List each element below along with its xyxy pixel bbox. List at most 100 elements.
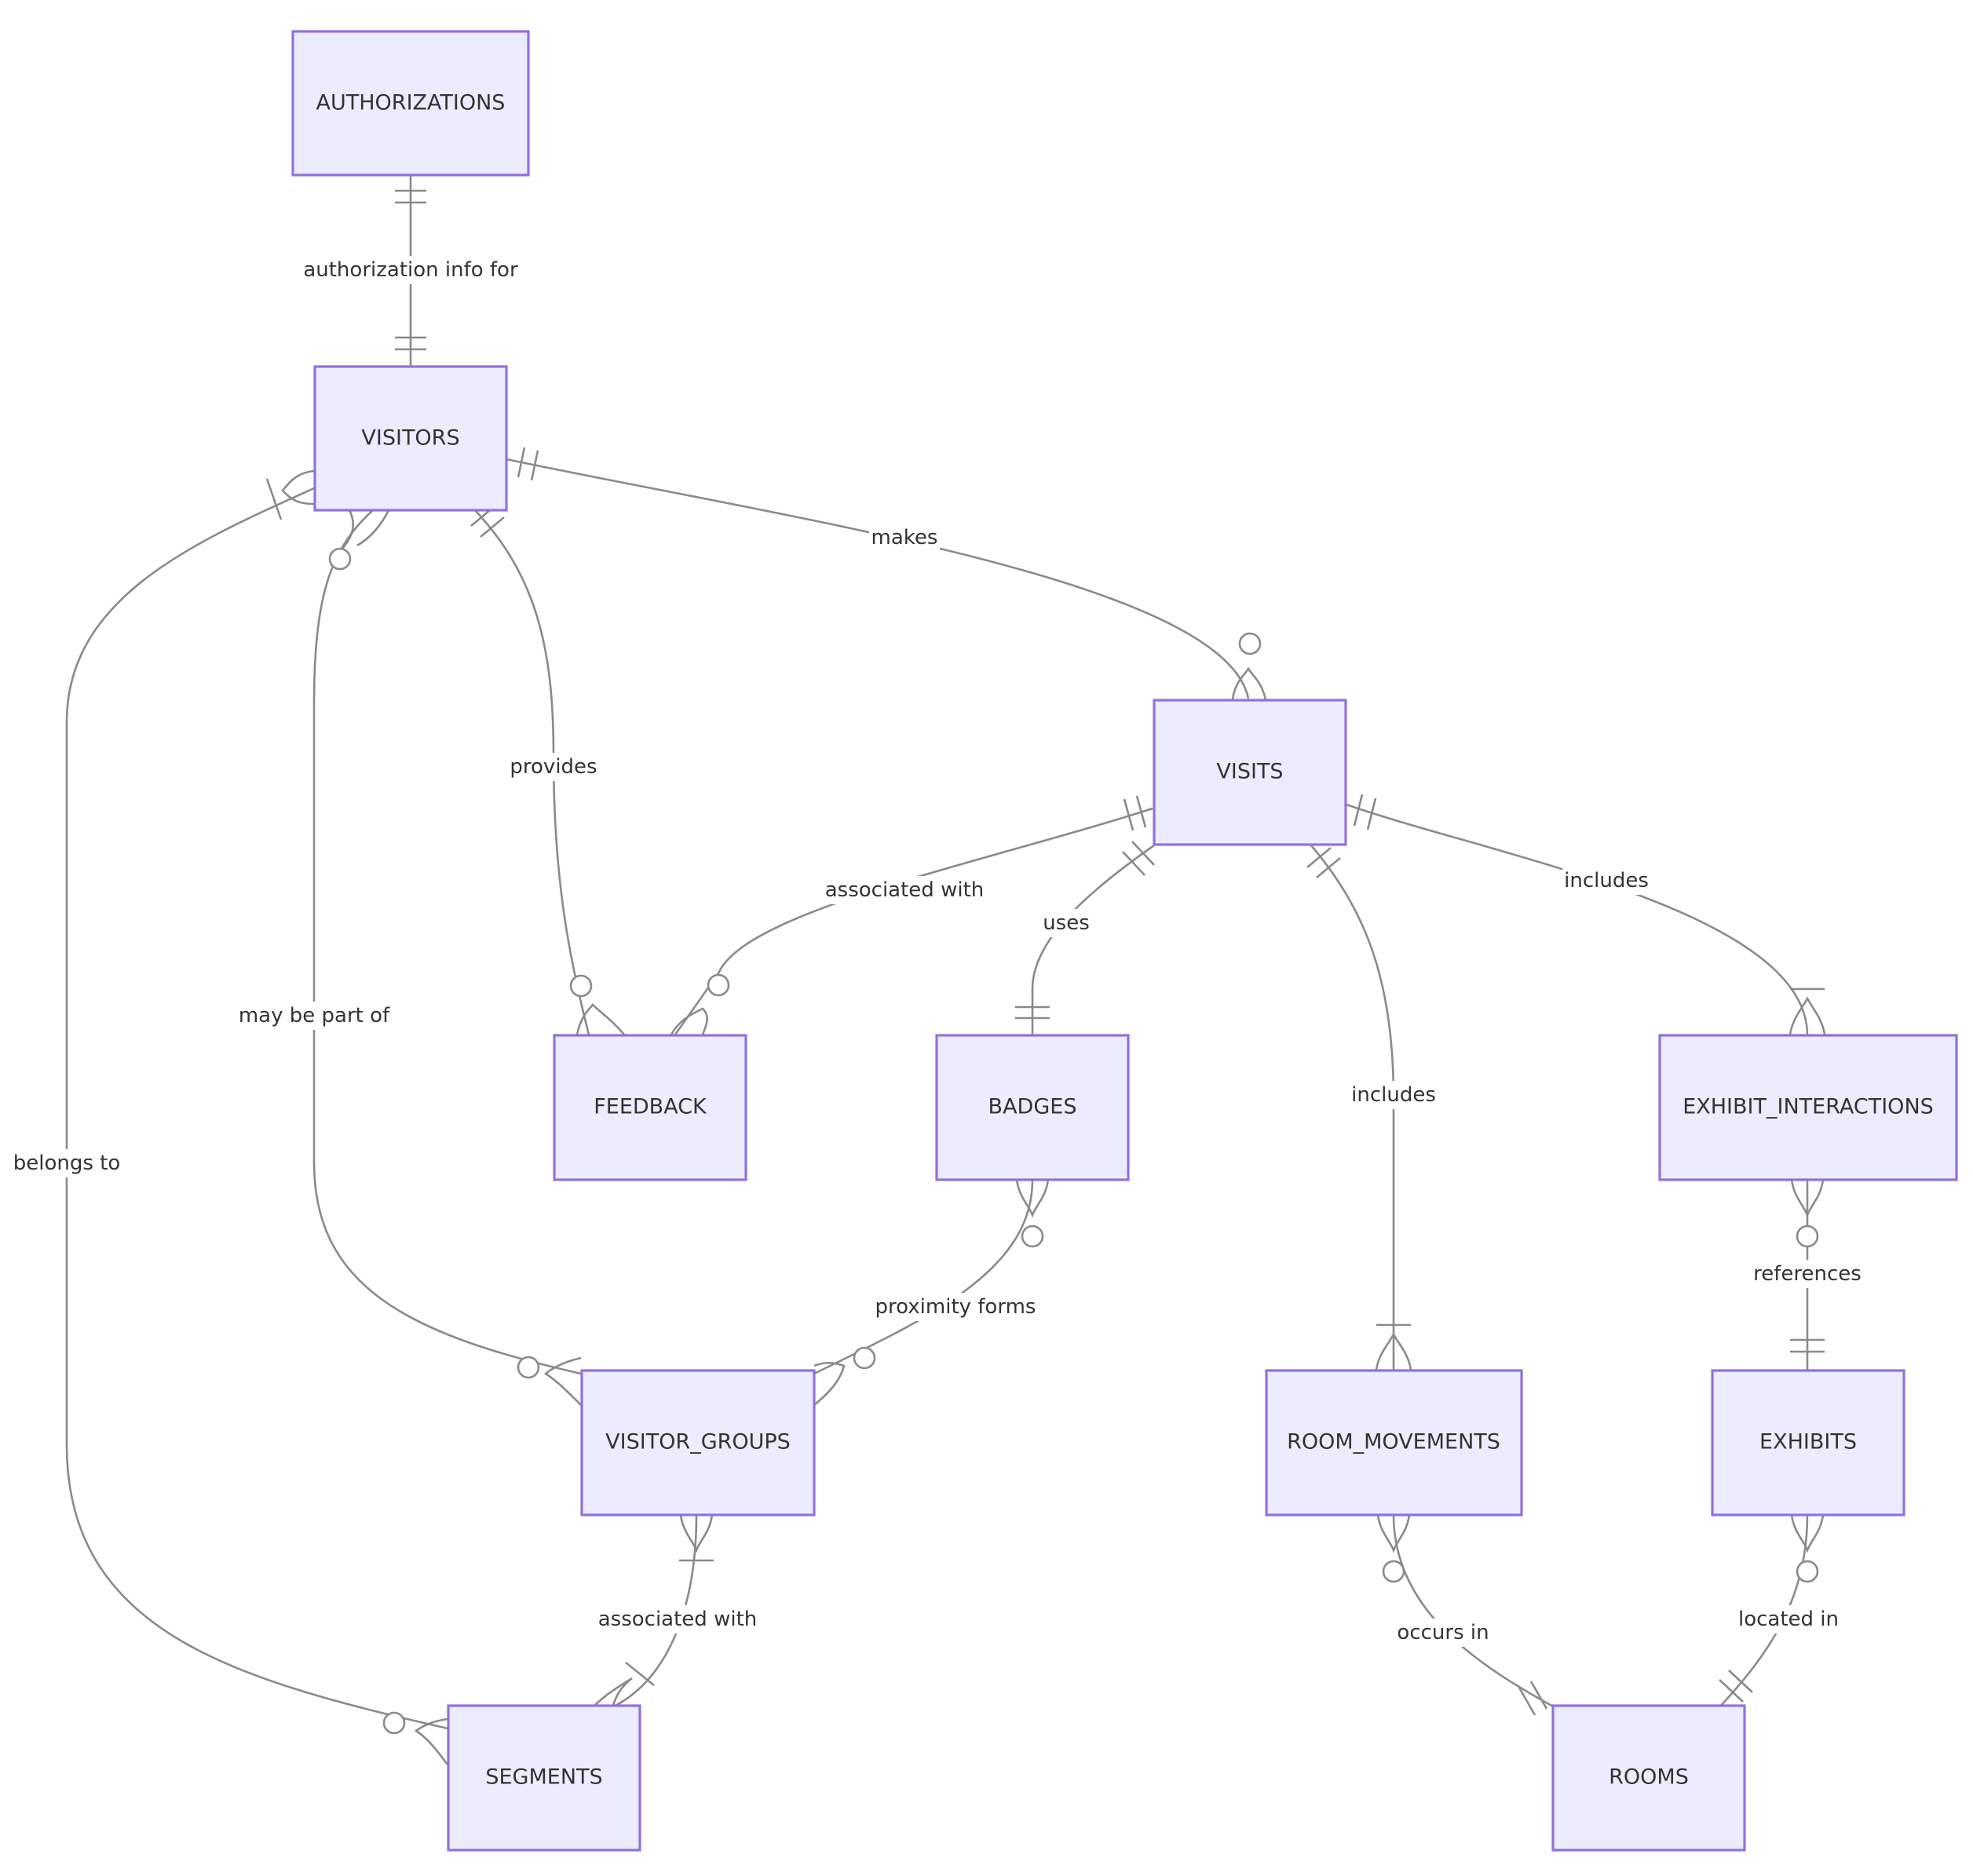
entity-authorizations-label: AUTHORIZATIONS bbox=[316, 91, 506, 115]
relationship-labels: authorization info for makes provides ma… bbox=[12, 256, 1862, 1647]
edge-visits-exhibit-interactions bbox=[1346, 803, 1809, 1035]
marker-many-segments-top bbox=[592, 1677, 633, 1708]
svg-text:located in: located in bbox=[1738, 1608, 1839, 1631]
entity-segments-label: SEGMENTS bbox=[485, 1765, 602, 1790]
marker-zero-room-movements-bottom bbox=[1382, 1560, 1405, 1583]
marker-many-feedback-right bbox=[670, 1007, 709, 1035]
entity-rooms[interactable]: ROOMS bbox=[1551, 1704, 1746, 1852]
entity-exhibit-interactions-label: EXHIBIT_INTERACTIONS bbox=[1683, 1095, 1934, 1119]
label-occurs-in: occurs in bbox=[1396, 1619, 1490, 1647]
svg-text:provides: provides bbox=[510, 755, 597, 779]
entity-badges-label: BADGES bbox=[988, 1095, 1077, 1119]
marker-many-badges-bottom bbox=[1015, 1179, 1050, 1218]
entity-authorizations[interactable]: AUTHORIZATIONS bbox=[291, 30, 530, 177]
edge-visits-room-movements bbox=[1310, 845, 1395, 1370]
marker-many-segments-left bbox=[414, 1717, 449, 1765]
marker-one-visitors-top bbox=[395, 336, 426, 351]
marker-many-visitor-groups-left bbox=[543, 1356, 582, 1406]
marker-zero-visits-top bbox=[1238, 632, 1262, 655]
label-belongs-to: belongs to bbox=[12, 1149, 122, 1177]
entity-visitors-label: VISITORS bbox=[361, 426, 459, 451]
svg-text:occurs in: occurs in bbox=[1397, 1621, 1489, 1644]
entity-badges[interactable]: BADGES bbox=[935, 1034, 1130, 1181]
marker-one-rooms-left bbox=[1518, 1681, 1548, 1716]
label-makes: makes bbox=[869, 524, 940, 552]
entity-feedback-label: FEEDBACK bbox=[594, 1095, 707, 1119]
entity-exhibits-label: EXHIBITS bbox=[1759, 1430, 1857, 1454]
marker-zero-visitor-groups-left bbox=[517, 1356, 540, 1379]
marker-many-visits-top bbox=[1231, 666, 1267, 701]
entity-visitor-groups-label: VISITOR_GROUPS bbox=[605, 1430, 791, 1454]
label-includes-room-movements: includes bbox=[1350, 1081, 1438, 1109]
marker-many-visitor-groups-bottom bbox=[679, 1514, 714, 1553]
label-located-in: located in bbox=[1735, 1605, 1842, 1633]
svg-text:includes: includes bbox=[1351, 1083, 1436, 1107]
marker-one-visits-badges bbox=[1122, 841, 1155, 876]
svg-text:makes: makes bbox=[871, 526, 938, 549]
svg-text:may be part of: may be part of bbox=[239, 1004, 390, 1027]
marker-zero-visitors-group bbox=[328, 547, 352, 571]
entity-visitors[interactable]: VISITORS bbox=[313, 365, 508, 512]
marker-one-segments-top bbox=[625, 1661, 655, 1687]
marker-many-exhibit-interactions-bottom bbox=[1790, 1179, 1825, 1218]
entity-exhibit-interactions[interactable]: EXHIBIT_INTERACTIONS bbox=[1658, 1034, 1958, 1181]
svg-text:authorization info for: authorization info for bbox=[303, 258, 518, 282]
svg-text:belongs to: belongs to bbox=[13, 1152, 121, 1175]
svg-text:associated with: associated with bbox=[598, 1608, 758, 1631]
marker-one-authorizations bbox=[395, 189, 426, 204]
label-uses: uses bbox=[1040, 909, 1092, 937]
edge-visitors-segments bbox=[65, 487, 448, 1730]
marker-many-room-movements-top bbox=[1375, 1332, 1412, 1371]
entity-segments[interactable]: SEGMENTS bbox=[447, 1704, 641, 1852]
marker-zero-badges-bottom bbox=[1021, 1225, 1044, 1248]
marker-one-visits-room bbox=[1306, 847, 1341, 878]
edge-visitor-groups-segments bbox=[612, 1514, 698, 1709]
marker-one-visitors-makes bbox=[517, 447, 539, 481]
marker-many-visitors-group bbox=[341, 509, 390, 550]
marker-one-visitors-segments bbox=[265, 478, 283, 520]
marker-many-exhibit-interactions-top bbox=[1788, 996, 1826, 1035]
entity-visits[interactable]: VISITS bbox=[1153, 699, 1347, 846]
marker-one-visits-feedback bbox=[1123, 795, 1147, 831]
label-authorization-info-for: authorization info for bbox=[297, 256, 524, 284]
marker-zero-feedback-left bbox=[569, 974, 593, 998]
svg-text:includes: includes bbox=[1564, 869, 1649, 892]
marker-many-exhibits-bottom bbox=[1790, 1514, 1825, 1553]
label-includes-exhibit-interactions: includes bbox=[1562, 867, 1650, 895]
edge-visitors-visitor-groups bbox=[312, 509, 582, 1375]
marker-zero-visitor-groups-right bbox=[853, 1346, 876, 1370]
entity-room-movements[interactable]: ROOM_MOVEMENTS bbox=[1265, 1369, 1523, 1516]
label-associated-with-feedback: associated with bbox=[822, 876, 987, 904]
svg-text:proximity forms: proximity forms bbox=[875, 1295, 1036, 1319]
entity-visits-label: VISITS bbox=[1216, 760, 1283, 784]
marker-zero-segments-left bbox=[382, 1711, 406, 1735]
label-associated-with-segments: associated with bbox=[595, 1605, 760, 1633]
svg-text:references: references bbox=[1753, 1262, 1862, 1286]
marker-many-feedback-left bbox=[575, 1003, 625, 1035]
entity-exhibits[interactable]: EXHIBITS bbox=[1711, 1369, 1905, 1516]
marker-many-visitors-segments bbox=[281, 469, 315, 505]
edge-badges-visitor-groups bbox=[813, 1179, 1034, 1375]
entity-feedback[interactable]: FEEDBACK bbox=[553, 1034, 747, 1181]
cardinality-markers bbox=[265, 189, 1826, 1765]
svg-text:associated with: associated with bbox=[825, 878, 985, 902]
edge-visits-badges bbox=[1031, 844, 1155, 1035]
marker-zero-exhibits-bottom bbox=[1796, 1560, 1819, 1583]
marker-one-exhibits-top bbox=[1790, 1338, 1825, 1353]
entity-visitor-groups[interactable]: VISITOR_GROUPS bbox=[580, 1369, 816, 1516]
edge-visitors-visits bbox=[506, 458, 1250, 699]
marker-many-room-movements-bottom bbox=[1376, 1514, 1411, 1553]
entities: AUTHORIZATIONS VISITORS VISITS FEEDBACK … bbox=[291, 30, 1958, 1852]
label-proximity-forms: proximity forms bbox=[873, 1293, 1038, 1321]
svg-text:uses: uses bbox=[1043, 911, 1090, 935]
marker-one-visits-exhibit bbox=[1353, 794, 1377, 830]
marker-one-badges-top bbox=[1015, 1006, 1050, 1020]
marker-many-visitor-groups-right bbox=[813, 1361, 846, 1406]
label-references: references bbox=[1752, 1260, 1862, 1288]
marker-zero-feedback-right bbox=[707, 973, 730, 997]
label-provides: provides bbox=[506, 753, 601, 781]
edge-room-movements-rooms bbox=[1392, 1514, 1555, 1709]
entity-room-movements-label: ROOM_MOVEMENTS bbox=[1287, 1430, 1500, 1454]
entity-rooms-label: ROOMS bbox=[1609, 1765, 1689, 1790]
